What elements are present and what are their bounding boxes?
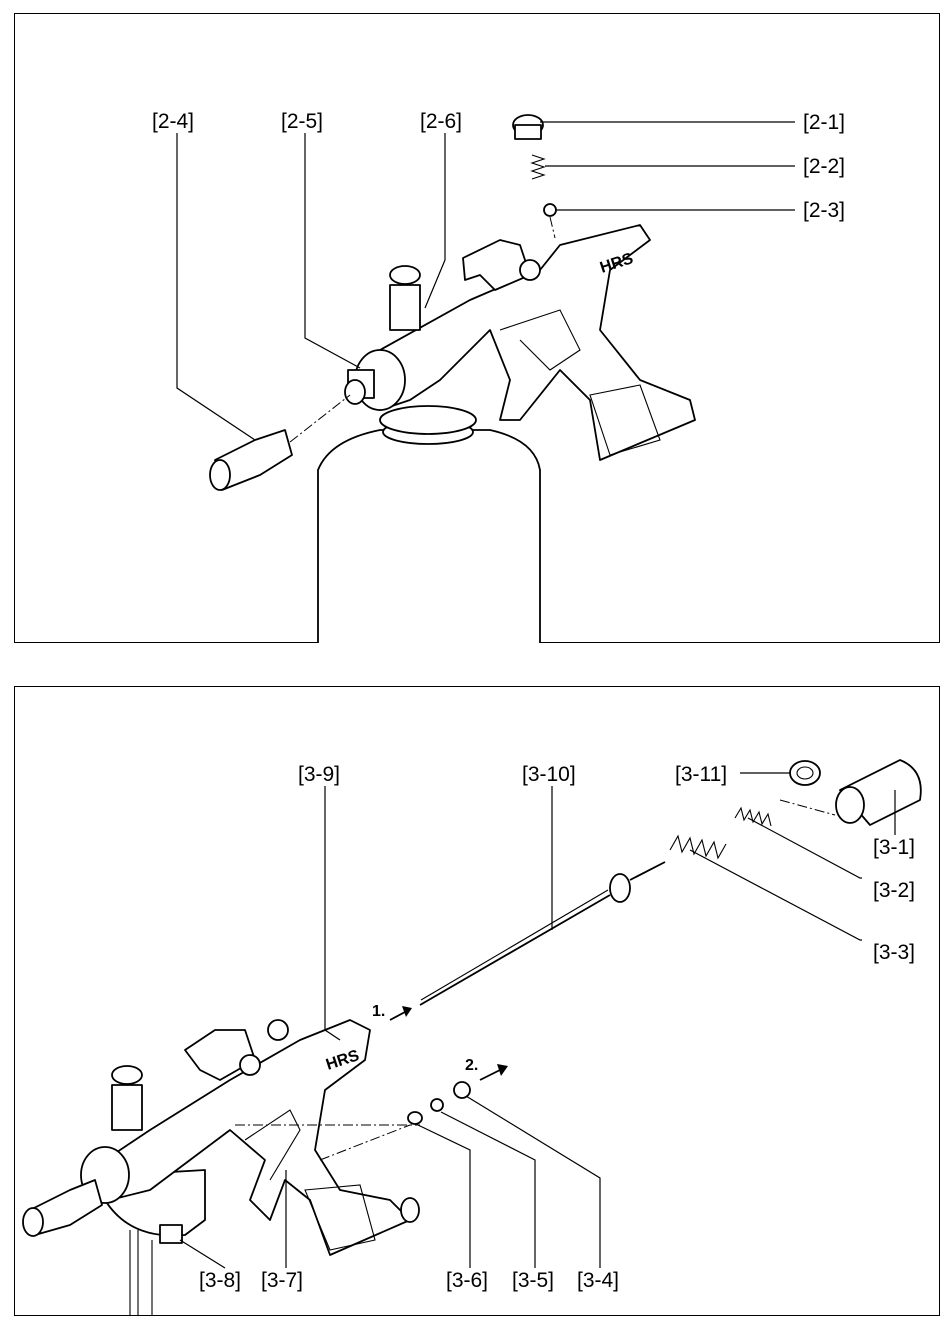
label-2-4: [2-4] — [152, 110, 194, 133]
top-spray-gun-drawing: HRS — [210, 115, 695, 643]
label-3-11: [3-11] — [675, 763, 727, 786]
label-2-6: [2-6] — [420, 110, 462, 133]
part-3-11-bushing — [790, 761, 820, 785]
label-2-2: [2-2] — [803, 155, 845, 178]
part-3-4 — [454, 1082, 470, 1098]
step-2-label: 2. — [465, 1057, 478, 1074]
label-3-9: [3-9] — [298, 763, 340, 786]
part-2-3-ball — [544, 204, 556, 216]
arrow-step-1 — [390, 1012, 405, 1020]
label-3-6: [3-6] — [446, 1269, 488, 1292]
label-3-2: [3-2] — [873, 879, 915, 902]
step-1-label: 1. — [372, 1003, 385, 1020]
needle-collar — [610, 874, 630, 902]
label-3-5: [3-5] — [512, 1269, 554, 1292]
label-3-10: [3-10] — [522, 763, 576, 786]
part-2-2-spring — [532, 155, 544, 179]
bottom-spray-gun-drawing: HRS — [23, 760, 921, 1316]
part-3-5 — [431, 1099, 443, 1111]
label-3-8: [3-8] — [199, 1269, 241, 1292]
arrow-step-2 — [480, 1070, 500, 1080]
container — [318, 430, 540, 643]
label-2-1: [2-1] — [803, 111, 845, 134]
part-3-2-spring — [735, 808, 771, 826]
valve-fitting — [390, 285, 420, 330]
label-3-7: [3-7] — [261, 1269, 303, 1292]
label-2-3: [2-3] — [803, 199, 845, 222]
part-3-6 — [408, 1112, 422, 1124]
label-3-3: [3-3] — [873, 941, 915, 964]
part-3-10-needle — [420, 895, 610, 1005]
label-3-1: [3-1] — [873, 836, 915, 859]
label-2-5: [2-5] — [281, 110, 323, 133]
label-3-4: [3-4] — [577, 1269, 619, 1292]
